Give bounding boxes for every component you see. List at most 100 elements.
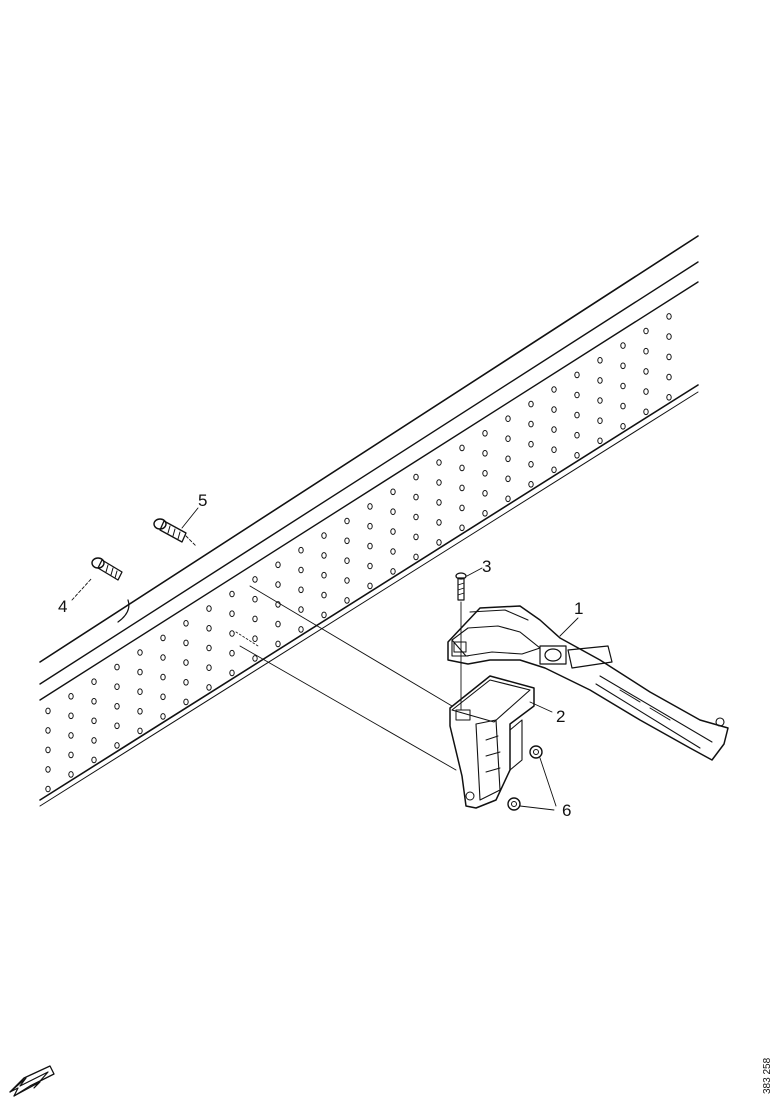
rail-hole [275, 581, 281, 588]
rail-hole [528, 420, 534, 428]
rail-hole [137, 688, 143, 696]
rail-hole [413, 553, 419, 561]
rail-hole [229, 669, 235, 677]
rail-hole [597, 357, 603, 364]
frame-rail [39, 235, 699, 807]
rail-hole [344, 597, 350, 604]
rail-hole [528, 400, 534, 408]
rail-hole [160, 713, 166, 720]
rail-hole [160, 673, 166, 681]
rail-hole [367, 542, 373, 550]
callout-labels: 1 2 3 4 5 6 [58, 491, 583, 820]
rail-hole [436, 499, 442, 506]
rail-hole [597, 417, 603, 425]
rail-hole [321, 552, 327, 559]
bracket-arm-1 [447, 605, 729, 761]
callout-6: 6 [562, 801, 571, 820]
callout-1: 1 [574, 599, 583, 618]
callout-4: 4 [58, 597, 67, 616]
rail-hole [137, 708, 143, 715]
rail-hole [505, 495, 511, 503]
rail-hole [91, 678, 97, 686]
rail-hole [620, 362, 626, 370]
rail-hole [206, 625, 212, 632]
bolt-5 [153, 507, 199, 547]
rail-hole [505, 415, 511, 423]
rail-hole [367, 522, 373, 530]
callout-5: 5 [198, 491, 207, 510]
rail-hole [666, 373, 672, 381]
rail-hole [137, 649, 143, 656]
rail-hole [298, 586, 304, 594]
rail-hole [643, 408, 649, 416]
rail-hole [367, 582, 373, 590]
rail-hole [68, 751, 74, 759]
rail-hole [160, 654, 166, 661]
rail-hole [459, 484, 465, 492]
rail-hole [367, 562, 373, 570]
rail-hole [390, 568, 396, 575]
rail-hole [436, 519, 442, 526]
callout-3: 3 [482, 557, 491, 576]
rail-hole [459, 464, 465, 472]
rail-hole [666, 353, 672, 361]
rail-hole [551, 446, 557, 454]
rail-hole [344, 557, 350, 565]
rail-hole [229, 610, 235, 618]
rail-hole [229, 590, 235, 598]
rail-hole [620, 423, 626, 430]
rail-hole [68, 771, 74, 778]
rail-hole [390, 488, 396, 496]
rail-hole [298, 606, 304, 613]
rail-hole [436, 539, 442, 546]
rail-hole [114, 663, 120, 671]
rail-hole [114, 742, 120, 749]
assembly-leader-lines [235, 585, 457, 771]
rail-hole [620, 382, 626, 390]
rail-hole [160, 634, 166, 642]
figure-reference-number: 383 258 [762, 1057, 773, 1094]
rail-hole [666, 394, 672, 401]
rail-hole [183, 639, 189, 647]
rail-hole [206, 664, 212, 672]
rail-hole [574, 452, 580, 459]
rail-hole [528, 440, 534, 448]
mounting-bracket-2 [449, 675, 553, 809]
rail-hole [252, 655, 258, 662]
rail-hole [666, 333, 672, 340]
rail-hole [482, 510, 488, 517]
rail-hole [91, 717, 97, 725]
rail-hole [298, 546, 304, 554]
rail-hole [459, 444, 465, 452]
rail-hole [367, 503, 373, 510]
rail-hole [390, 548, 396, 555]
rail-hole [45, 727, 51, 734]
rail-hole [321, 532, 327, 539]
rail-hole [551, 406, 557, 413]
rail-hole [413, 533, 419, 541]
rail-hole-pattern [45, 313, 672, 793]
rail-hole [206, 684, 212, 691]
rail-hole [620, 342, 626, 349]
rail-hole [505, 435, 511, 443]
front-direction-arrow-icon [9, 1065, 55, 1097]
rail-hole [597, 397, 603, 404]
rail-hole [413, 513, 419, 521]
rail-hole [574, 431, 580, 439]
rail-hole [275, 640, 281, 648]
rail-hole [183, 698, 189, 706]
rail-hole [160, 693, 166, 701]
rail-hole [229, 649, 235, 657]
rail-hole [229, 630, 235, 637]
rail-hole [482, 430, 488, 437]
rail-hole [45, 746, 51, 754]
rail-hole [252, 635, 258, 643]
rail-hole [252, 615, 258, 623]
rail-hole [505, 455, 511, 463]
rail-hole [321, 611, 327, 619]
rail-hole [68, 712, 74, 720]
callout-2: 2 [556, 707, 565, 726]
rail-hole [482, 490, 488, 497]
rail-hole [344, 537, 350, 545]
